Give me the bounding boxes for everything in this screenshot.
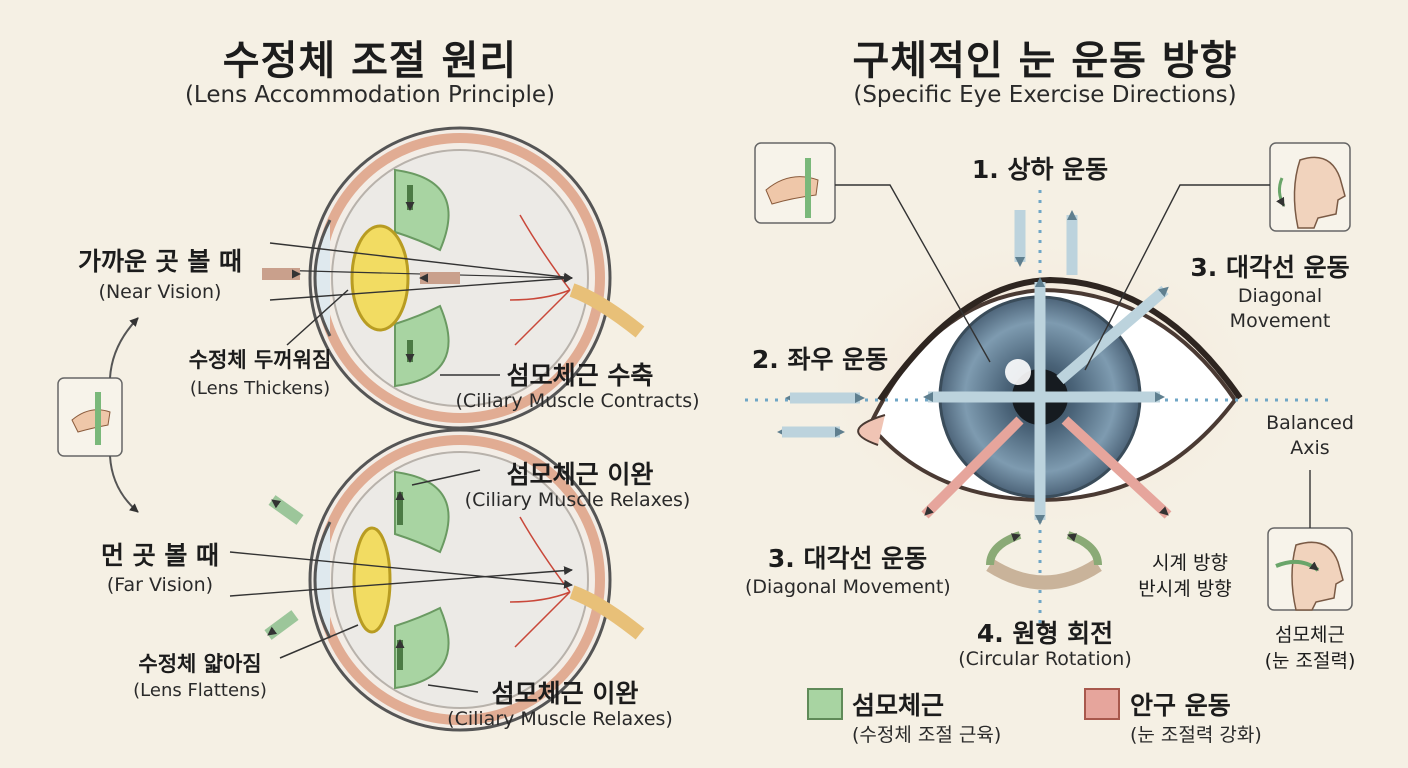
near-vision-label: 가까운 곳 볼 때 (77, 247, 243, 276)
diagonal-top-label: 3. 대각선 운동 (1190, 253, 1350, 282)
muscle-side-label-1: 섬모체근 (1275, 624, 1345, 646)
muscle-relaxes-bottom-label: 섬모체근 이완 (491, 679, 639, 708)
updown-label: 1. 상하 운동 (971, 155, 1109, 184)
muscle-contracts-label: 섬모체근 수축 (506, 361, 654, 390)
legend-red-sublabel: (눈 조절력 강화) (1130, 724, 1262, 746)
right-title: 구체적인 눈 운동 방향 (852, 38, 1238, 84)
lens-flattens-label: 수정체 얇아짐 (138, 652, 262, 676)
near-vision-sublabel: (Near Vision) (98, 281, 222, 303)
counterclockwise-label: 반시계 방향 (1138, 578, 1232, 600)
head-profile-icon (1269, 142, 1351, 232)
legend-green-swatch (807, 688, 843, 720)
diagonal-bottom-label: 3. 대각선 운동 (767, 544, 928, 573)
diagonal-bottom-sublabel: (Diagonal Movement) (745, 576, 951, 598)
right-leader-lines (835, 184, 1311, 528)
balanced-axis-1: Balanced (1266, 412, 1354, 434)
leftright-label: 2. 좌우 운동 (751, 345, 889, 374)
muscle-side-label-2: (눈 조절력) (1264, 650, 1356, 672)
balanced-axis-2: Axis (1290, 437, 1330, 459)
hand-massage-icon (57, 377, 123, 457)
muscle-relaxes-bottom-sublabel: (Ciliary Muscle Relaxes) (447, 708, 673, 730)
lens-thickens-leader (286, 289, 349, 346)
muscle-contracts-sublabel: (Ciliary Muscle Contracts) (455, 390, 700, 412)
far-curve-arrow (109, 455, 139, 513)
hand-massage-icon-right (754, 142, 836, 224)
diagonal-top-en-2: Movement (1229, 310, 1331, 332)
left-subtitle: (Lens Accommodation Principle) (184, 82, 556, 108)
legend-green-sublabel: (수정체 조절 근육) (852, 724, 1002, 746)
clockwise-label: 시계 방향 (1152, 552, 1228, 574)
near-curve-arrow (109, 317, 139, 379)
muscle-relaxes-top-label: 섬모체근 이완 (506, 460, 654, 489)
diagonal-top-en-1: Diagonal (1237, 285, 1323, 307)
head-profile-rotate-icon (1267, 527, 1353, 611)
far-vision-eyeball (229, 428, 645, 732)
circular-rotation-arrows (986, 531, 1102, 590)
far-vision-label: 먼 곳 볼 때 (100, 541, 220, 570)
lens-thickens-sublabel: (Lens Thickens) (189, 378, 331, 399)
direction-arrows (777, 210, 1169, 525)
circular-label: 4. 원형 회전 (976, 619, 1114, 648)
legend-red-label: 안구 운동 (1130, 691, 1231, 720)
lens-thickens-label: 수정체 두꺼워짐 (188, 348, 332, 372)
legend-red-swatch (1084, 688, 1120, 720)
muscle-relaxes-bottom-leader (427, 684, 479, 693)
muscle-relaxes-top-sublabel: (Ciliary Muscle Relaxes) (464, 489, 691, 511)
circular-sublabel: (Circular Rotation) (958, 648, 1132, 670)
lens-flattens-leader (279, 624, 359, 659)
muscle-relaxes-top-leader (411, 469, 481, 486)
near-vision-eyeball (262, 126, 645, 430)
lens-flattens-sublabel: (Lens Flattens) (133, 680, 267, 701)
left-title: 수정체 조절 원리 (222, 38, 518, 84)
diagonal-arrows (921, 416, 1172, 519)
legend-green-label: 섬모체근 (852, 691, 945, 720)
right-subtitle: (Specific Eye Exercise Directions) (853, 82, 1237, 108)
far-vision-sublabel: (Far Vision) (106, 574, 214, 596)
